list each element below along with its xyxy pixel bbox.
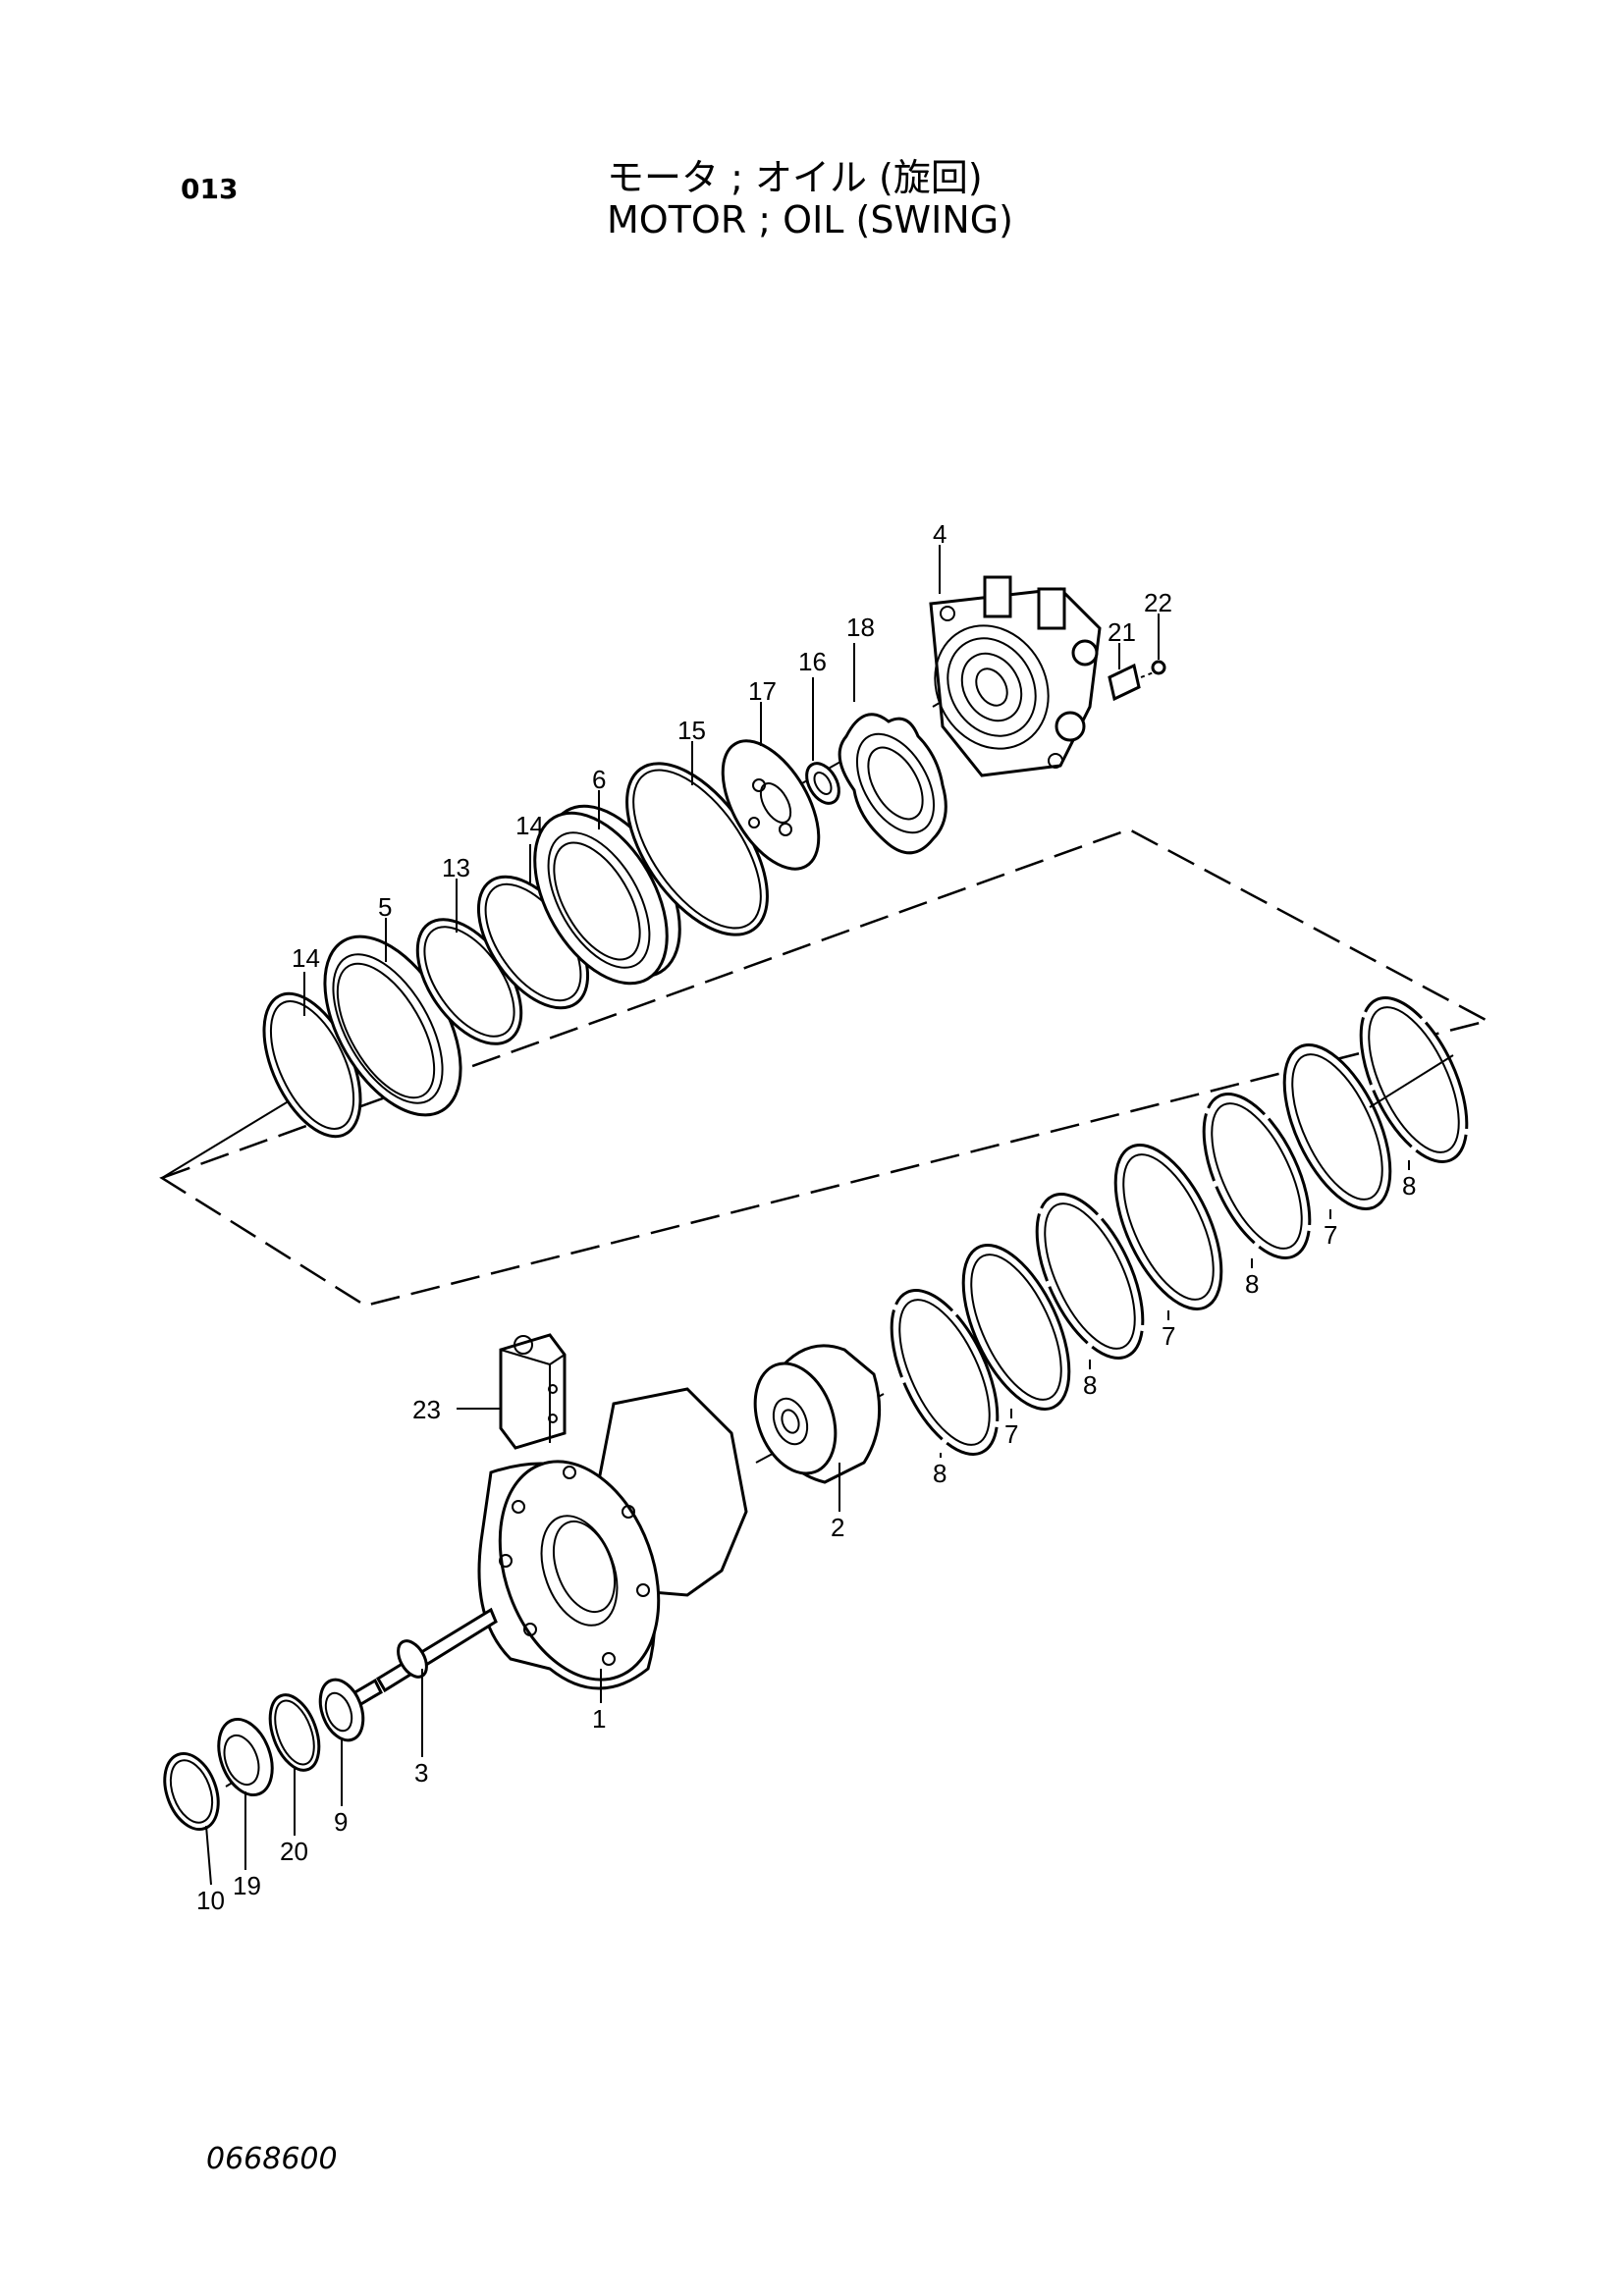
callout-13: 13	[442, 853, 470, 882]
callout-8-c: 8	[1245, 1269, 1259, 1299]
callout-9: 9	[334, 1807, 348, 1837]
part-8-friction-plate-b	[1035, 1193, 1145, 1360]
part-19-oil-seal	[217, 1717, 274, 1797]
callout-6: 6	[592, 765, 606, 794]
callout-2: 2	[831, 1513, 844, 1542]
callout-4: 4	[933, 519, 947, 549]
callout-8-b: 8	[1083, 1370, 1097, 1400]
part-22-screw	[1151, 660, 1166, 675]
part-1-motor-housing	[477, 1387, 748, 1690]
callout-8-a: 8	[933, 1459, 947, 1488]
callout-16: 16	[798, 647, 827, 676]
page-number: 013	[181, 173, 239, 205]
part-20-o-ring	[268, 1693, 321, 1772]
part-10-snap-ring	[163, 1751, 220, 1832]
document-code: 0668600	[206, 2142, 338, 2176]
part-8-friction-plate-c	[1202, 1093, 1312, 1259]
callout-3: 3	[414, 1758, 428, 1788]
part-8-friction-plate-a	[890, 1289, 1000, 1456]
part-3-shaft	[352, 1607, 498, 1708]
leader-lines	[205, 545, 1410, 1886]
callout-19: 19	[233, 1871, 261, 1900]
callout-7-c: 7	[1324, 1220, 1337, 1250]
part-23-valve-block	[499, 1333, 567, 1450]
assembly-boundary	[159, 828, 1491, 1308]
callout-1: 1	[592, 1704, 606, 1734]
callout-18: 18	[846, 613, 875, 642]
callout-17: 17	[748, 676, 777, 706]
callout-14: 14	[292, 943, 320, 973]
callout-10: 10	[196, 1886, 225, 1915]
part-4-valve-cover	[929, 575, 1102, 777]
callout-7-b: 7	[1162, 1321, 1175, 1351]
part-17-valve-plate	[721, 739, 821, 871]
part-9-bearing	[318, 1678, 365, 1742]
part-2-cylinder	[753, 1344, 882, 1484]
callout-22: 22	[1144, 588, 1172, 617]
callout-5: 5	[378, 892, 392, 922]
callout-8-d: 8	[1402, 1171, 1416, 1201]
title-japanese: モータ ; オイル (旋回)	[607, 156, 983, 199]
title-english: MOTOR ; OIL (SWING)	[607, 198, 1013, 241]
part-16-bearing	[805, 762, 840, 805]
part-21-plate	[1108, 663, 1155, 702]
callout-21: 21	[1108, 617, 1136, 647]
part-7-separator-plate-a	[961, 1244, 1071, 1411]
part-7-separator-plate-b	[1113, 1144, 1223, 1310]
callout-23: 23	[412, 1395, 441, 1424]
callout-7-a: 7	[1004, 1419, 1018, 1449]
callout-15: 15	[677, 716, 706, 745]
part-7-separator-plate-c	[1282, 1043, 1392, 1210]
part-18-cylinder-block	[838, 713, 947, 855]
callout-14-upper: 14	[515, 811, 544, 840]
callout-20: 20	[280, 1837, 308, 1866]
